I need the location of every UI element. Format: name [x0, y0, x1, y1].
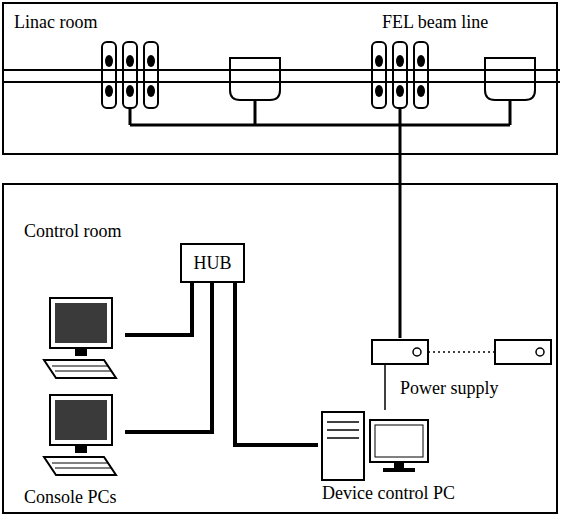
beam-pipe [2, 69, 560, 71]
node-label: Power supply [400, 378, 499, 399]
node-label: Device control PC [322, 483, 455, 504]
screen [375, 425, 423, 457]
cable [384, 400, 386, 410]
beam-pipe [2, 81, 560, 83]
power-supply-knob [413, 348, 421, 356]
quadrupole-doublet [372, 42, 428, 108]
monitor-stand [394, 462, 404, 468]
console-pc-icon [44, 395, 116, 475]
console-pc-icon [44, 298, 116, 378]
node-label: Linac room [14, 12, 97, 33]
drive-slot [327, 429, 359, 431]
node-label: HUB [193, 253, 231, 274]
pc-tower [322, 412, 364, 480]
cable [125, 283, 212, 432]
cable [235, 283, 318, 445]
beam-monitor [485, 58, 535, 100]
monitor-base [383, 468, 415, 472]
beam-line-label: FEL beam line [380, 12, 490, 33]
power-supply-knob [536, 348, 544, 356]
drive-slot [327, 437, 359, 439]
dotted-link [428, 351, 495, 353]
cable-bus [130, 100, 510, 155]
quadrupole-doublet [102, 42, 158, 108]
monitor [370, 420, 428, 462]
power-supply: Power supply [355, 338, 558, 400]
control-wire [384, 364, 386, 400]
node-label: Control room [24, 221, 122, 242]
device-control-pc: Device control PC [318, 410, 478, 506]
power-supply-unit [495, 340, 551, 364]
console-pcs: Console PCs [20, 292, 125, 512]
drive-slot [327, 421, 359, 423]
hub-box: HUB [180, 243, 245, 283]
beam-monitor [230, 58, 280, 100]
node-label: Console PCs [24, 487, 117, 508]
room-region: Control roomHUB Console PCs Power supplyDe… [2, 183, 558, 514]
cable [125, 283, 192, 335]
power-supply-unit [372, 340, 428, 364]
